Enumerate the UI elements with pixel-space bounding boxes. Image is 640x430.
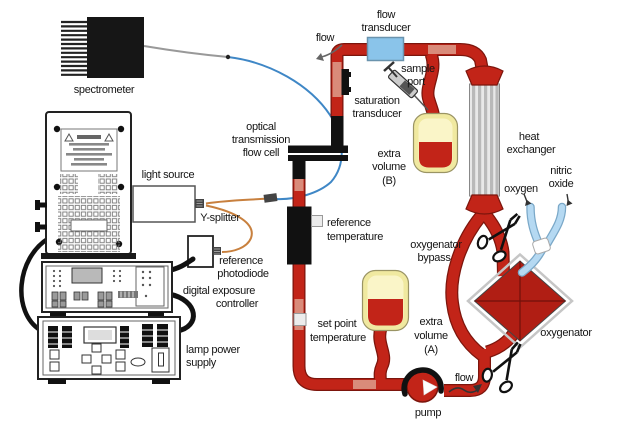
oxygen-tube [527,204,543,248]
gas-lines [517,193,573,277]
flow-arrow-top [316,53,324,61]
spectrometer-cable [143,45,229,58]
label-y-splitter: Y-splitter [200,212,240,224]
flow-arrow-pump [473,384,482,393]
light-source-head [132,185,204,223]
reference-temperature-marker [311,215,323,227]
diagram-labels: spectrometer light source Y-splitter ref… [74,9,593,419]
label-flow-pump: flow [455,372,474,384]
spectrometer-fiber [227,56,343,201]
heat-exchanger-top-cap [465,65,504,86]
power-cable [19,235,52,333]
pump-unit [401,367,444,403]
svg-text:transmission: transmission [232,134,290,146]
y-splitter-fiber-a [205,197,269,205]
hemostat-clamp-bottom [481,341,522,394]
label-pump: pump [415,407,441,419]
label-oxygenator-bypass: oxygenator [410,239,462,251]
label-sample-port: sample [401,63,435,75]
reference-photodiode-box [187,235,221,268]
cable-junction [225,54,231,60]
label-reference-photodiode: reference [219,255,263,267]
extra-volume-b-bag [412,112,459,174]
extra-volume-a-bag [361,269,410,332]
svg-text:port: port [407,76,425,88]
saturation-transducer-clamp [341,69,351,95]
svg-text:oxide: oxide [549,178,574,190]
set-point-temperature-marker [293,313,307,326]
flow-transducer-box [366,36,405,62]
controller-leds [52,269,152,298]
vent-grid [58,174,120,252]
svg-text:(A): (A) [424,344,438,356]
label-flow-top: flow [316,32,335,44]
label-spectrometer: spectrometer [74,84,135,96]
spectrometer-unit [61,17,229,78]
supply-connector-blocks [48,324,168,348]
blood-level-b [419,142,452,168]
svg-text:controller: controller [216,298,259,310]
label-oxygenator: oxygenator [540,327,592,339]
svg-text:exchanger: exchanger [507,144,556,156]
svg-text:transducer: transducer [362,22,412,34]
side-connectors [35,200,47,232]
svg-text:photodiode: photodiode [217,268,269,280]
heat-exchanger-bottom-cap [465,194,504,215]
digital-exposure-controller-box [41,256,196,334]
y-splitter-fiber-b [205,204,253,253]
blood-level-a [368,299,403,326]
svg-text:volume: volume [372,161,406,173]
svg-text:supply: supply [186,357,217,369]
controller-buttons [51,291,138,308]
spectrometer-fins [61,20,88,76]
svg-text:bypass: bypass [417,252,451,264]
supply-buttons [49,343,170,375]
label-heat-exchanger: heat [519,131,539,143]
label-optical-flow-cell: optical [246,121,276,133]
reference-temperature-probe [287,206,312,265]
light-source-tower [19,111,136,333]
heat-exchanger-unit [465,65,504,215]
label-oxygen: oxygen [504,183,538,195]
controller-cable [166,291,196,334]
lamp-power-supply-box [37,316,181,384]
optical-flow-cell [288,116,348,179]
label-reference-temperature: reference [327,217,371,229]
spectrometer-body [87,17,144,78]
pump-housing [401,367,444,397]
label-flow-transducer: flow [377,9,396,21]
oxygen-arrow [525,199,532,206]
fiber-junction-connector [263,193,278,203]
flow-direction-arrows [316,44,482,394]
label-extra-volume-b: extra [378,148,402,160]
label-digital-exposure-controller: digital exposure [183,285,255,297]
label-nitric-oxide: nitric [550,165,572,177]
nitric-oxide-arrow [566,199,573,206]
svg-text:transducer: transducer [353,108,403,120]
sample-port-syringe [383,61,429,111]
panel-slot [70,219,108,232]
tower-base [41,253,136,259]
gas-y-connector [532,237,551,255]
hemostat-clamp-top [476,212,521,263]
label-extra-volume-a: extra [420,316,444,328]
photodiode-connector [213,247,221,255]
controller-display [71,267,103,284]
label-set-point-temperature: set point [318,318,357,330]
pump-direction-triangle [422,379,438,396]
label-light-source: light source [142,169,195,181]
svg-text:flow cell: flow cell [243,147,279,159]
svg-text:(B): (B) [382,175,396,187]
svg-text:temperature: temperature [310,332,366,344]
label-saturation-transducer: saturation [354,95,399,107]
svg-text:volume: volume [414,330,448,342]
label-lamp-power-supply: lamp power [186,344,240,356]
warning-label-text-bars [64,132,114,166]
svg-text:temperature: temperature [327,231,383,243]
